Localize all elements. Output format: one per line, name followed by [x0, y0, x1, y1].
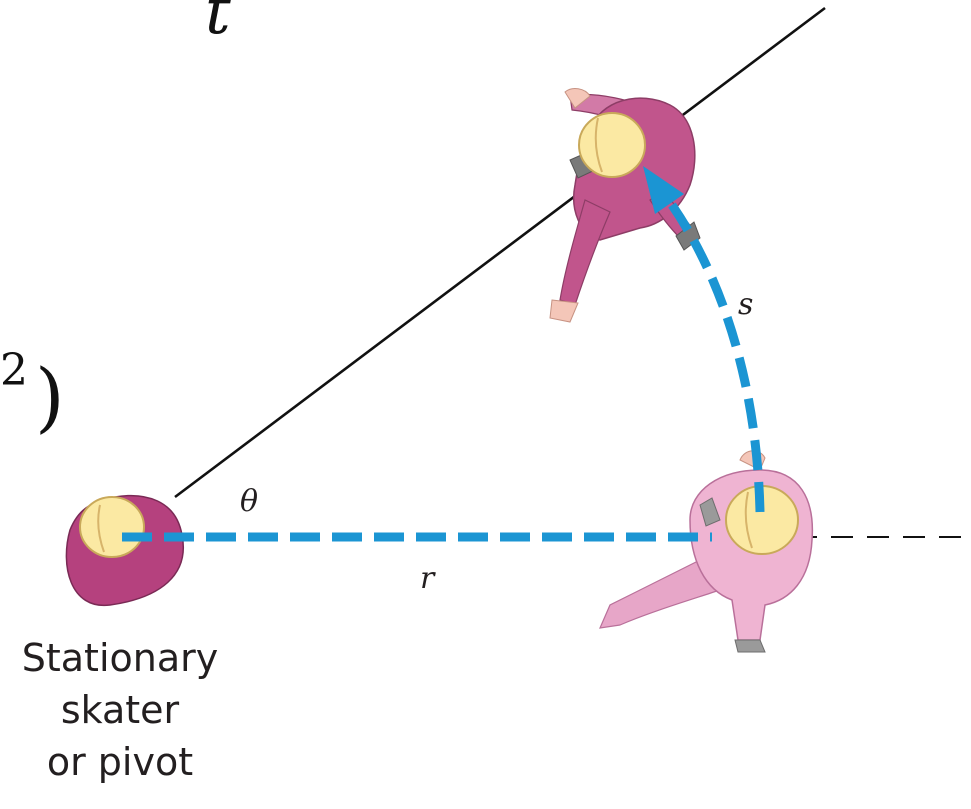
label-top-t: t [205, 0, 231, 49]
pivot-skater-helmet [79, 496, 145, 558]
caption-line-3: or pivot [46, 740, 194, 784]
caption-line-1: Stationary [21, 636, 219, 680]
arc-dashed-path [668, 202, 765, 513]
label-superscript-2: 2 [0, 345, 28, 396]
rotated-skater-helmet [578, 112, 646, 178]
arc-arrowhead [643, 166, 684, 214]
label-s: s [738, 287, 753, 322]
label-r: r [420, 561, 436, 596]
moving-skater-initial [599, 450, 814, 653]
caption-line-2: skater [60, 688, 180, 732]
rotated-skater-leg [559, 199, 611, 306]
label-theta: θ [240, 484, 258, 519]
pivot-caption: Stationary skater or pivot [4, 632, 236, 788]
label-paren: ) [35, 352, 65, 441]
initial-skater-arm-left [599, 559, 721, 629]
stationary-skater [65, 494, 184, 606]
radial-line [174, 6, 826, 499]
